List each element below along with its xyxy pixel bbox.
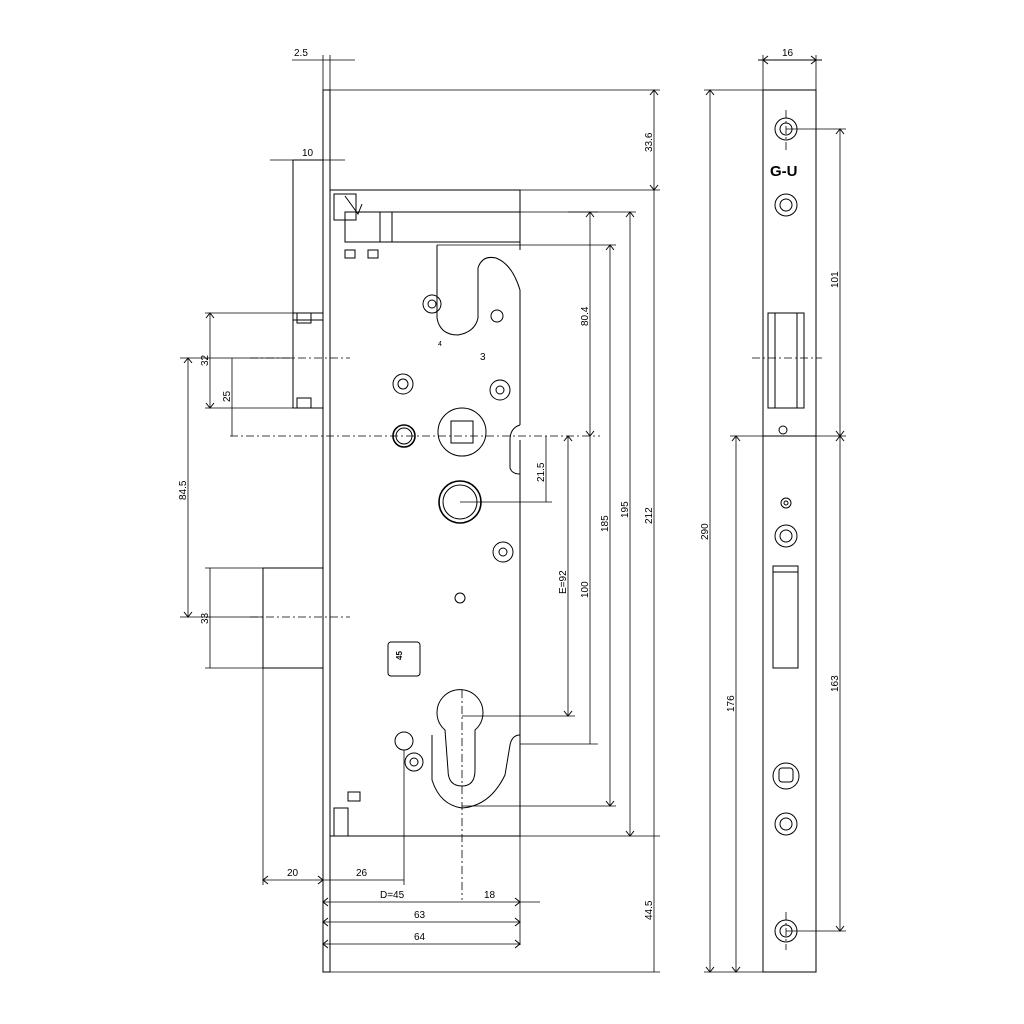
torx-screw-3 [774, 812, 798, 836]
small-screw [780, 497, 792, 509]
cylinder-cam [772, 762, 800, 790]
dim-20: 20 [287, 868, 299, 879]
dim-101: 101 [830, 271, 841, 288]
dim-2-5: 2.5 [294, 48, 308, 59]
faceplate-front-view: 16 G-U [752, 48, 822, 973]
follower-square [450, 420, 474, 444]
dim-21-5: 21.5 [536, 462, 547, 482]
dim-33-6: 33.6 [644, 132, 655, 152]
screw-lower [394, 731, 414, 751]
dim-25: 25 [222, 390, 233, 402]
dim-63: 63 [414, 910, 426, 921]
dim-212: 212 [644, 507, 655, 524]
dim-d-45: D=45 [380, 890, 405, 901]
follower-hub [437, 407, 487, 457]
screw-mid-1 [489, 379, 511, 401]
badge-45-box [387, 641, 421, 677]
dim-44-5: 44.5 [644, 900, 655, 920]
lower-cam [431, 734, 521, 809]
dim-16: 16 [782, 48, 794, 59]
deadbolt-opening [772, 565, 799, 669]
latch-bolt [292, 312, 324, 409]
case-mark-4: 4 [438, 341, 442, 348]
bottom-bracket [333, 807, 349, 837]
dim-e-92: E=92 [558, 570, 569, 594]
dim-163: 163 [830, 675, 841, 692]
dim-80-4: 80.4 [580, 306, 591, 326]
upper-bolt [292, 159, 324, 321]
badge-45: 45 [395, 651, 404, 660]
dim-84-5: 84.5 [178, 480, 189, 500]
dim-18: 18 [484, 890, 496, 901]
dim-33: 33 [200, 612, 211, 624]
brand-logo: G-U [770, 163, 798, 180]
dim-10: 10 [302, 148, 314, 159]
screw-torx-1 [392, 373, 414, 395]
right-dimension-lines [704, 89, 846, 973]
lock-case-outline [330, 189, 521, 837]
screw-mid-2 [492, 541, 514, 563]
dim-64: 64 [414, 932, 426, 943]
left-dimension-labels: 2.5 10 33.6 32 25 84.5 33 21.5 E=92 80.4… [178, 48, 655, 943]
screw-top [422, 294, 442, 314]
dim-290: 290 [700, 523, 711, 540]
dim-100: 100 [580, 581, 591, 598]
latch-opening [767, 312, 805, 409]
dim-26: 26 [356, 868, 368, 879]
top-bracket [333, 193, 357, 221]
dim-32: 32 [200, 354, 211, 366]
dead-bolt [262, 567, 324, 669]
dim-195: 195 [620, 501, 631, 518]
cylinder-profile [436, 689, 484, 787]
hook-lever [436, 245, 521, 336]
torx-screw-2 [774, 524, 798, 548]
torx-screw-1 [774, 193, 798, 217]
dim-176: 176 [726, 695, 737, 712]
left-dimension-lines [180, 55, 660, 973]
dimension-arrows [183, 89, 659, 949]
right-dimension-labels: 290 101 176 163 [700, 271, 841, 712]
right-dimension-arrows [705, 89, 845, 973]
top-guide [344, 211, 521, 243]
dim-185: 185 [600, 515, 611, 532]
faceplate-side [322, 89, 331, 973]
case-mark-3: 3 [480, 352, 486, 363]
lock-side-view: 45 [230, 89, 600, 973]
faceplate-outline [762, 89, 817, 973]
